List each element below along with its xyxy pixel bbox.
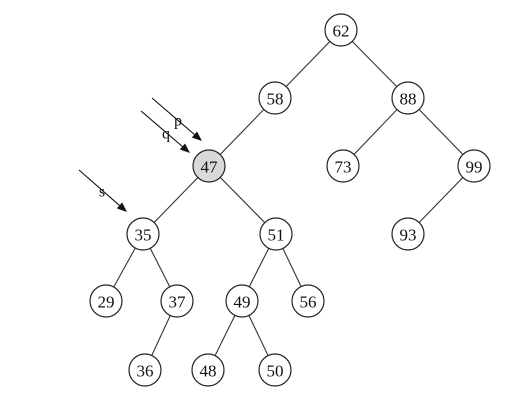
- node-label: 73: [335, 158, 352, 177]
- pointer-s: s: [78, 169, 127, 212]
- node-circle: [128, 353, 162, 387]
- node-circle: [324, 13, 358, 47]
- pointer-shaft: [78, 169, 120, 206]
- pointer-label: q: [162, 126, 170, 143]
- tree-node-99: 99: [457, 149, 491, 183]
- node-circle: [192, 149, 226, 183]
- node-circle: [457, 149, 491, 183]
- tree-node-51: 51: [259, 217, 293, 251]
- node-circle: [89, 284, 123, 318]
- node-circle: [258, 353, 292, 387]
- pointer-q: q: [140, 110, 190, 153]
- tree-node-56: 56: [291, 284, 325, 318]
- arrowhead-icon: [191, 131, 202, 141]
- tree-node-49: 49: [225, 284, 259, 318]
- node-label: 37: [169, 293, 187, 312]
- node-circle: [326, 149, 360, 183]
- node-label: 56: [300, 293, 317, 312]
- pointer-label: s: [99, 184, 105, 201]
- arrowhead-icon: [116, 202, 127, 212]
- node-label: 29: [98, 293, 115, 312]
- tree-node-35: 35: [126, 217, 160, 251]
- node-label: 51: [268, 226, 285, 245]
- node-circle: [391, 81, 425, 115]
- arrowhead-icon: [179, 143, 190, 153]
- tree-node-36: 36: [128, 353, 162, 387]
- node-circle: [126, 217, 160, 251]
- node-label: 49: [234, 293, 251, 312]
- tree-node-29: 29: [89, 284, 123, 318]
- node-label: 58: [267, 90, 284, 109]
- pointer-shaft: [140, 110, 183, 147]
- node-label: 88: [400, 90, 417, 109]
- node-circle: [191, 353, 225, 387]
- node-circle: [259, 217, 293, 251]
- node-label: 36: [137, 362, 154, 381]
- node-circle: [160, 284, 194, 318]
- pointer-arrows: pq s: [78, 97, 202, 212]
- tree-edges: [105, 29, 475, 371]
- pointer-shaft: [151, 97, 195, 135]
- tree-node-62: 62: [324, 13, 358, 47]
- tree-node-88: 88: [391, 81, 425, 115]
- tree-nodes: 62 58 88 47 73 99 35 51 93 29 37 49 56 36 48 50: [89, 13, 491, 387]
- tree-node-37: 37: [160, 284, 194, 318]
- tree-node-73: 73: [326, 149, 360, 183]
- node-label: 62: [333, 22, 350, 41]
- node-circle: [258, 81, 292, 115]
- node-label: 50: [267, 362, 284, 381]
- node-circle: [225, 284, 259, 318]
- node-label: 99: [466, 158, 483, 177]
- node-circle: [291, 284, 325, 318]
- pointer-label: p: [174, 113, 182, 130]
- tree-node-93: 93: [391, 217, 425, 251]
- tree-node-48: 48: [191, 353, 225, 387]
- node-label: 35: [135, 226, 152, 245]
- tree-node-58: 58: [258, 81, 292, 115]
- node-label: 47: [201, 158, 219, 177]
- node-label: 48: [200, 362, 217, 381]
- pointer-p: p: [151, 97, 202, 141]
- tree-node-50: 50: [258, 353, 292, 387]
- node-circle: [391, 217, 425, 251]
- tree-node-47: 47: [192, 149, 226, 183]
- node-label: 93: [400, 226, 417, 245]
